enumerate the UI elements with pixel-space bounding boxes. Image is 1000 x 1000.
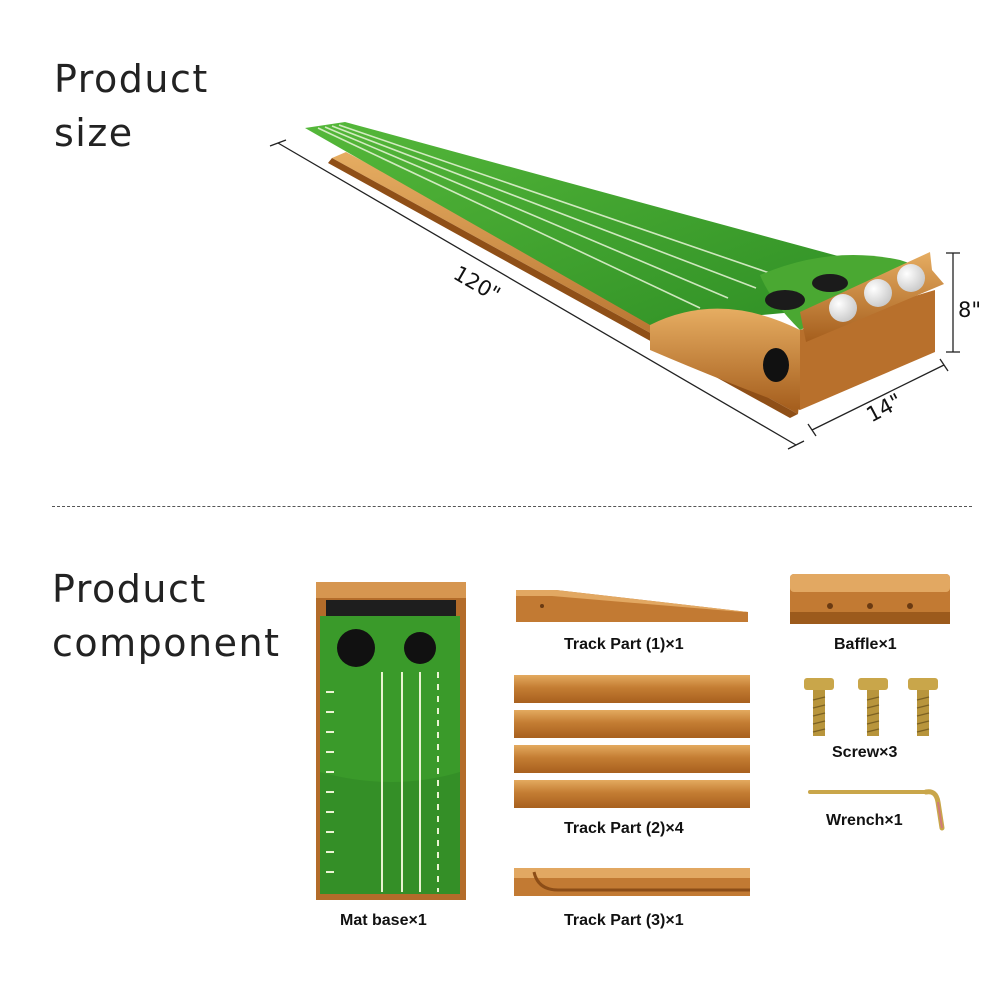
track-part-2-piece <box>514 675 750 703</box>
screw-icon <box>858 678 888 736</box>
track-part-1-image <box>516 590 748 622</box>
golf-ball <box>864 279 892 307</box>
golf-ball <box>829 294 857 322</box>
heading-line: Product <box>52 567 207 611</box>
section-divider <box>52 506 972 507</box>
width-dimension-line <box>811 364 945 431</box>
product-size-heading: Product size <box>54 52 209 160</box>
heading-line: size <box>54 111 134 155</box>
putting-mat-illustration <box>269 122 960 450</box>
track-part-2-piece <box>514 710 750 738</box>
wrench-icon <box>808 789 945 831</box>
track-part-3-caption: Track Part (3)×1 <box>564 912 684 929</box>
track-part-2-piece <box>514 745 750 773</box>
screw-icon <box>804 678 834 736</box>
screw-icon <box>908 678 938 736</box>
track-part-3-image <box>514 868 750 896</box>
cup-hole <box>812 274 848 292</box>
return-hole <box>763 348 789 382</box>
mat-base-caption: Mat base×1 <box>340 912 427 929</box>
height-label: 8" <box>958 298 982 322</box>
mat-base-image <box>316 582 466 900</box>
screw-caption: Screw×3 <box>832 744 898 761</box>
cup-hole <box>765 290 805 310</box>
heading-line: Product <box>54 57 209 101</box>
track-part-1-caption: Track Part (1)×1 <box>564 636 684 653</box>
golf-ball <box>897 264 925 292</box>
track-part-2-caption: Track Part (2)×4 <box>564 820 684 837</box>
product-component-heading: Product component <box>52 562 280 670</box>
baffle-image <box>790 574 950 624</box>
baffle-caption: Baffle×1 <box>834 636 897 653</box>
track-part-2-piece <box>514 780 750 808</box>
heading-line: component <box>52 621 281 665</box>
length-dimension-line <box>277 142 797 446</box>
end-box-front <box>650 308 800 410</box>
wrench-caption: Wrench×1 <box>826 812 903 829</box>
